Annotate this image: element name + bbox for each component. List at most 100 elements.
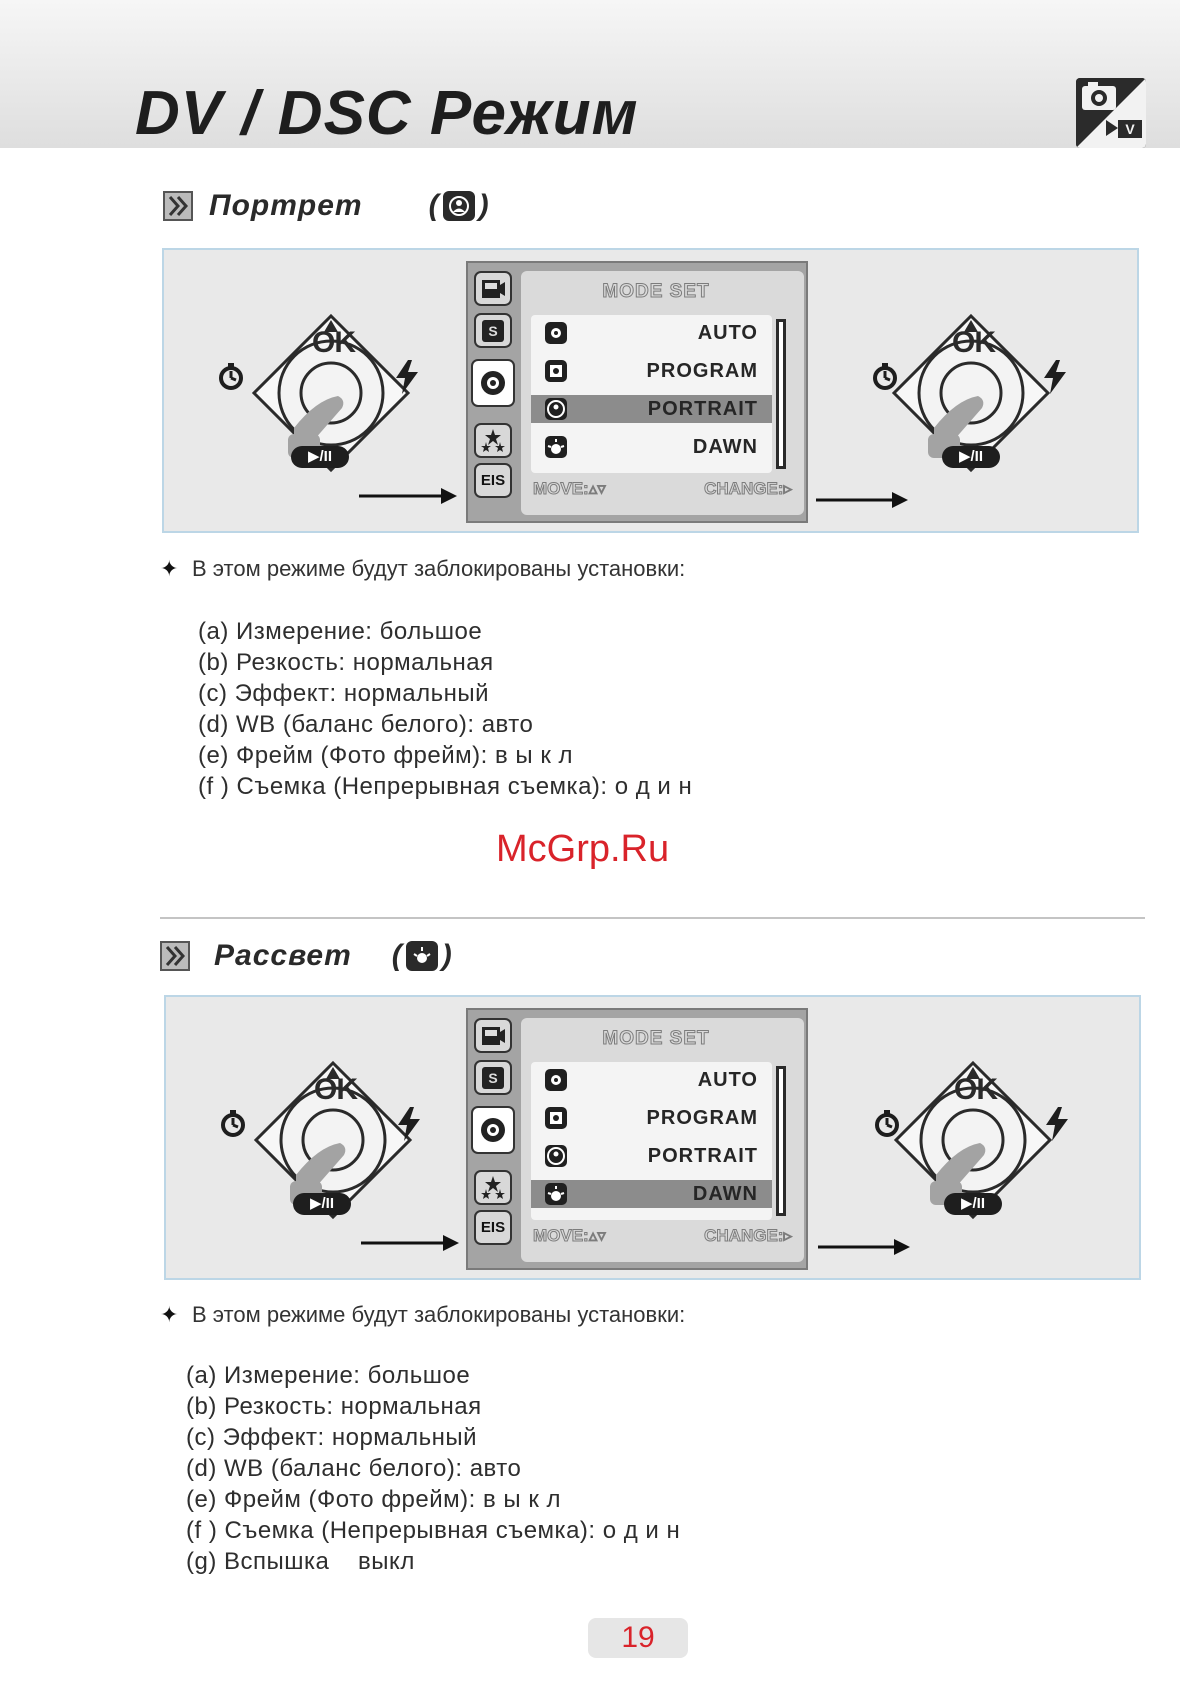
divider xyxy=(160,917,1145,919)
lcd-scene-icon: S xyxy=(474,1060,512,1095)
option-portrait-selected[interactable]: PORTRAIT xyxy=(531,395,772,423)
svg-text:S: S xyxy=(488,323,497,339)
navigation-pad-after xyxy=(886,308,1056,478)
list-item: (e) Фрейм (Фото фрейм): в ы к л xyxy=(198,742,573,769)
scrollbar[interactable] xyxy=(776,319,786,469)
move-hint: MOVE:▵▿ xyxy=(533,1226,607,1246)
dawn-mode-icon xyxy=(405,941,438,971)
locked-settings-list: (a) Измерение: большое (b) Резкость: нор… xyxy=(186,1360,680,1577)
lcd-menu: MODE SET AUTO PROGRAM PORTRAIT DAWN xyxy=(521,271,804,515)
option-label: PORTRAIT xyxy=(647,1145,758,1167)
option-dawn-selected[interactable]: DAWN xyxy=(531,1180,772,1208)
ok-button-label: OK xyxy=(314,1073,358,1106)
lcd-eis-icon: EIS xyxy=(474,1210,512,1245)
navigation-pad-before xyxy=(248,1055,418,1225)
portrait-diagram-panel: OK ▶/II S EIS MODE SET AUTO xyxy=(162,248,1139,533)
list-item: (b) Резкость: нормальная xyxy=(186,1393,482,1420)
self-timer-icon xyxy=(216,362,246,397)
svg-text:V: V xyxy=(1125,121,1135,137)
header-band xyxy=(0,0,1180,148)
self-timer-icon xyxy=(870,362,900,397)
section-mode-icon-group: ( ) xyxy=(428,189,489,222)
double-chevron-icon xyxy=(160,941,190,971)
list-item: (g) Вспышка выкл xyxy=(186,1548,415,1575)
list-item: (d) WB (баланс белого): авто xyxy=(186,1455,522,1482)
option-auto[interactable]: AUTO xyxy=(531,1066,772,1094)
four-point-star-icon: ✦ xyxy=(160,1302,179,1327)
page-number: 19 xyxy=(621,1621,655,1654)
list-item: (d) WB (баланс белого): авто xyxy=(198,711,534,738)
lcd-screen-portrait: S EIS MODE SET AUTO PROGRAM PO xyxy=(466,261,808,523)
menu-title: MODE SET xyxy=(602,1028,710,1050)
option-program[interactable]: PROGRAM xyxy=(531,357,772,385)
dawn-mode-icon xyxy=(545,436,567,458)
lock-note: ✦В этом режиме будут заблокированы устан… xyxy=(160,1302,685,1328)
scrollbar[interactable] xyxy=(776,1066,786,1216)
section-title: Рассвет xyxy=(214,939,352,972)
play-pause-button-icon: ▶/II xyxy=(942,446,1000,468)
option-portrait[interactable]: PORTRAIT xyxy=(531,1142,772,1170)
list-item: (f ) Съемка (Непрерывная съемка): о д и … xyxy=(186,1517,681,1544)
navigation-pad-after xyxy=(888,1055,1058,1225)
svg-text:S: S xyxy=(488,1070,497,1086)
option-label: PORTRAIT xyxy=(647,398,758,420)
lcd-scene-icon: S xyxy=(474,313,512,348)
section-title: Портрет xyxy=(209,189,363,222)
camera-auto-icon xyxy=(545,322,567,344)
option-label: DAWN xyxy=(692,1183,758,1205)
watermark: McGrp.Ru xyxy=(496,828,670,870)
option-label: PROGRAM xyxy=(646,360,758,382)
lock-note: ✦В этом режиме будут заблокированы устан… xyxy=(160,556,685,582)
move-hint: MOVE:▵▿ xyxy=(533,479,607,499)
option-label: AUTO xyxy=(697,1069,758,1091)
lcd-quality-icon xyxy=(474,423,512,458)
double-chevron-icon xyxy=(163,191,193,221)
four-point-star-icon: ✦ xyxy=(160,556,179,581)
arrow-to-lcd-icon xyxy=(361,1235,459,1251)
option-label: AUTO xyxy=(697,322,758,344)
flash-icon xyxy=(1042,360,1068,399)
ok-button-label: OK xyxy=(952,326,996,359)
list-item: (c) Эффект: нормальный xyxy=(186,1424,478,1451)
play-pause-button-icon: ▶/II xyxy=(944,1193,1002,1215)
list-item: (b) Резкость: нормальная xyxy=(198,649,494,676)
list-item: (f ) Съемка (Непрерывная съемка): о д и … xyxy=(198,773,693,800)
mode-option-list: AUTO PROGRAM PORTRAIT DAWN xyxy=(531,1062,772,1220)
dawn-diagram-panel: OK ▶/II S EIS MODE SET AUTO xyxy=(164,995,1141,1280)
lcd-eis-icon: EIS xyxy=(474,463,512,498)
play-pause-button-icon: ▶/II xyxy=(291,446,349,468)
mode-option-list: AUTO PROGRAM PORTRAIT DAWN xyxy=(531,315,772,473)
lcd-menu: MODE SET AUTO PROGRAM PORTRAIT DAWN xyxy=(521,1018,804,1262)
option-auto[interactable]: AUTO xyxy=(531,319,772,347)
lcd-screen-dawn: S EIS MODE SET AUTO PROGRAM PO xyxy=(466,1008,808,1270)
arrow-from-lcd-icon xyxy=(816,492,908,508)
section-mode-icon-group: ( ) xyxy=(391,939,452,972)
flash-icon xyxy=(396,1107,422,1146)
locked-settings-list: (a) Измерение: большое (b) Резкость: нор… xyxy=(198,616,692,802)
ok-button-label: OK xyxy=(312,326,356,359)
camera-auto-icon xyxy=(545,1069,567,1091)
list-item: (a) Измерение: большое xyxy=(186,1362,471,1389)
list-item: (a) Измерение: большое xyxy=(198,618,483,645)
option-label: PROGRAM xyxy=(646,1107,758,1129)
play-pause-button-icon: ▶/II xyxy=(293,1193,351,1215)
lcd-quality-icon xyxy=(474,1170,512,1205)
page-number-box: 19 xyxy=(588,1618,688,1658)
dawn-mode-icon xyxy=(545,1183,567,1205)
option-program[interactable]: PROGRAM xyxy=(531,1104,772,1132)
self-timer-icon xyxy=(872,1109,902,1144)
list-item: (c) Эффект: нормальный xyxy=(198,680,490,707)
flash-icon xyxy=(1044,1107,1070,1146)
option-dawn[interactable]: DAWN xyxy=(531,433,772,461)
arrow-from-lcd-icon xyxy=(818,1239,910,1255)
program-mode-icon xyxy=(545,1107,567,1129)
navigation-pad-before xyxy=(246,308,416,478)
lcd-movie-icon xyxy=(474,1018,512,1053)
section-heading-dawn: Рассвет ( ) xyxy=(160,936,452,976)
portrait-mode-icon xyxy=(545,398,567,420)
change-hint: CHANGE:▹ xyxy=(704,479,793,499)
program-mode-icon xyxy=(545,360,567,382)
list-item: (e) Фрейм (Фото фрейм): в ы к л xyxy=(186,1486,561,1513)
lcd-mode-icon-selected xyxy=(471,359,515,407)
self-timer-icon xyxy=(218,1109,248,1144)
